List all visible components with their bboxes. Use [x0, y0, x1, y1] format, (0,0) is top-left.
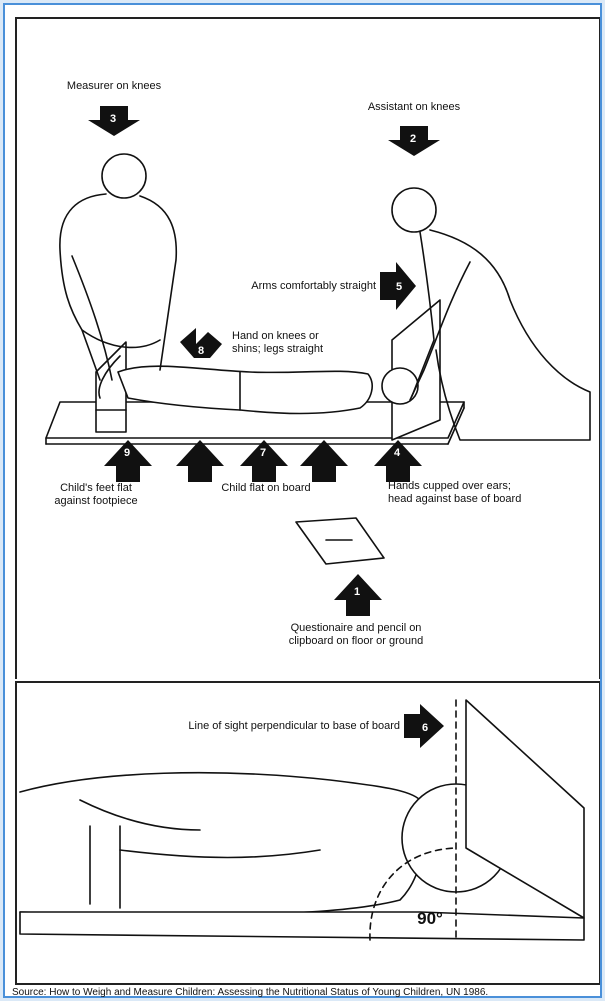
arms-label: Arms comfortably straight	[220, 280, 376, 293]
clipboard-label-2: clipboard on floor or ground	[268, 635, 444, 648]
hand-knees-label-1: Hand on knees or	[232, 330, 319, 343]
assistant-label: Assistant on knees	[360, 101, 468, 114]
line-of-sight-label: Line of sight perpendicular to base of b…	[150, 720, 400, 733]
marker-9: 9	[124, 447, 130, 459]
marker-8: 8	[198, 345, 204, 357]
clipboard-label-1: Questionaire and pencil on	[268, 622, 444, 635]
marker-3: 3	[110, 113, 116, 125]
child-closeup	[20, 700, 584, 940]
feet-label-2: against footpiece	[44, 495, 148, 508]
hands-ears-label-2: head against base of board	[388, 493, 521, 506]
marker-2: 2	[410, 133, 416, 145]
marker-6: 6	[422, 722, 428, 734]
angle-label: 90°	[408, 912, 452, 925]
marker-1: 1	[354, 586, 360, 598]
flat-label: Child flat on board	[206, 482, 326, 495]
measurer-label: Measurer on knees	[62, 80, 166, 93]
marker-7: 7	[260, 447, 266, 459]
source-caption: Source: How to Weigh and Measure Childre…	[12, 987, 488, 998]
feet-label-1: Child's feet flat	[44, 482, 148, 495]
marker-5: 5	[396, 281, 402, 293]
clipboard	[296, 518, 384, 564]
hand-knees-label-2: shins; legs straight	[232, 343, 323, 356]
hands-ears-label-1: Hands cupped over ears;	[388, 480, 511, 493]
marker-4: 4	[394, 447, 401, 459]
